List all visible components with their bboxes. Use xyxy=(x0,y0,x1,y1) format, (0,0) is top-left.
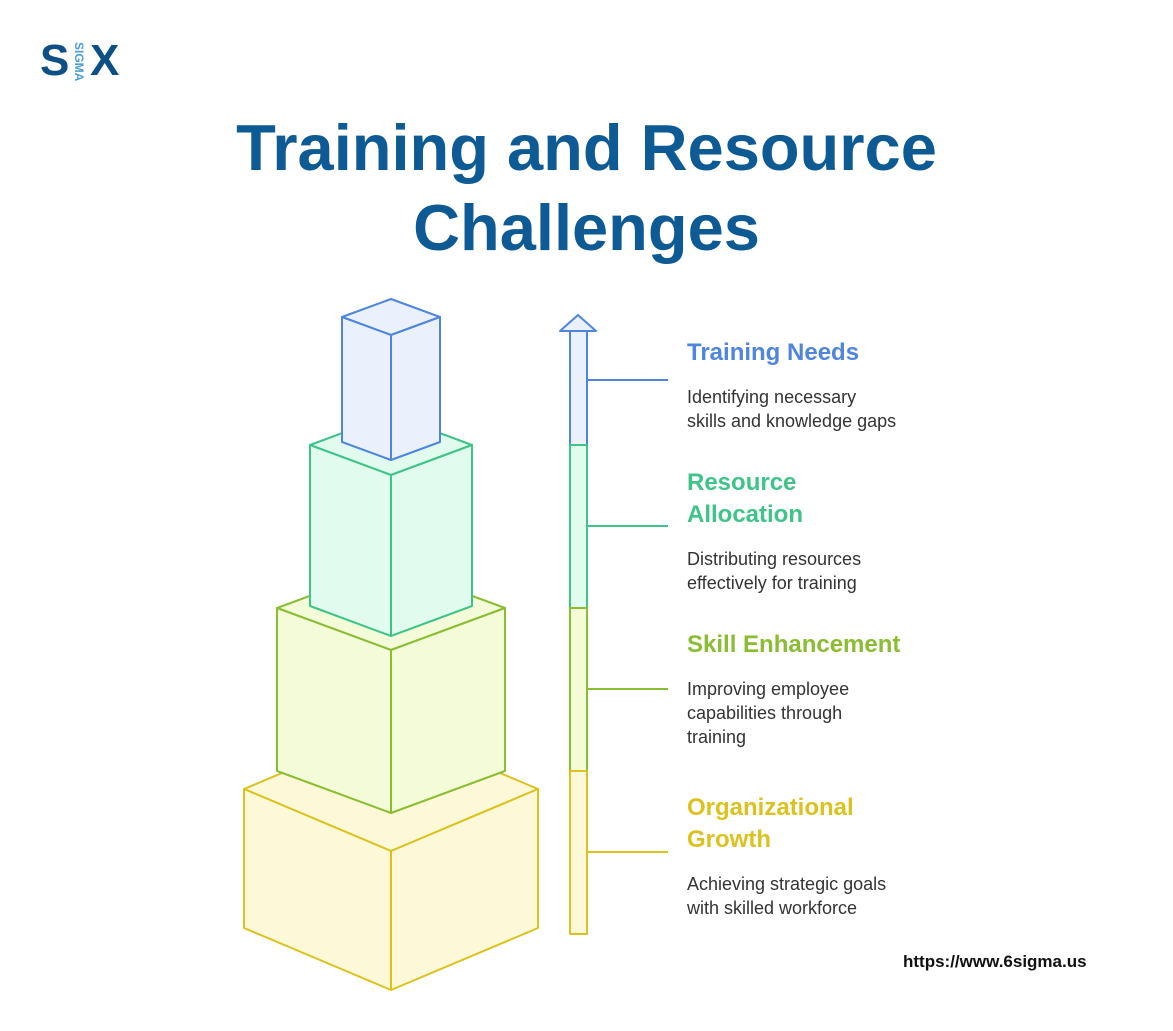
progress-arrow xyxy=(559,314,597,935)
arrow-segment xyxy=(569,770,588,935)
block-right-face xyxy=(390,444,473,637)
logo-letter-s: S xyxy=(40,36,70,85)
six-sigma-logo: S SIGMA X xyxy=(40,38,124,84)
step-title: Training Needs xyxy=(687,339,860,366)
logo-letter-x: X xyxy=(90,36,120,85)
connector-lines xyxy=(587,379,668,853)
footer-url[interactable]: https://www.6sigma.us xyxy=(903,952,1087,971)
block-stack xyxy=(243,298,539,991)
block-right-face xyxy=(390,316,441,461)
block-left-face xyxy=(309,444,392,637)
arrow-segment xyxy=(569,330,588,446)
page-title: Training and Resource Challenges xyxy=(0,108,1173,268)
arrow-segment xyxy=(569,607,588,772)
block-right-face xyxy=(390,607,506,814)
step-title: Skill Enhancement xyxy=(687,631,901,658)
block-right-face xyxy=(390,788,539,991)
block-left-face xyxy=(341,316,392,461)
arrow-head-icon xyxy=(559,314,597,332)
page-title-line-1: Training and Resource xyxy=(236,111,937,184)
arrow-segment xyxy=(569,444,588,609)
logo-sigma-text: SIGMA xyxy=(72,42,86,82)
page-title-line-2: Challenges xyxy=(413,191,760,264)
